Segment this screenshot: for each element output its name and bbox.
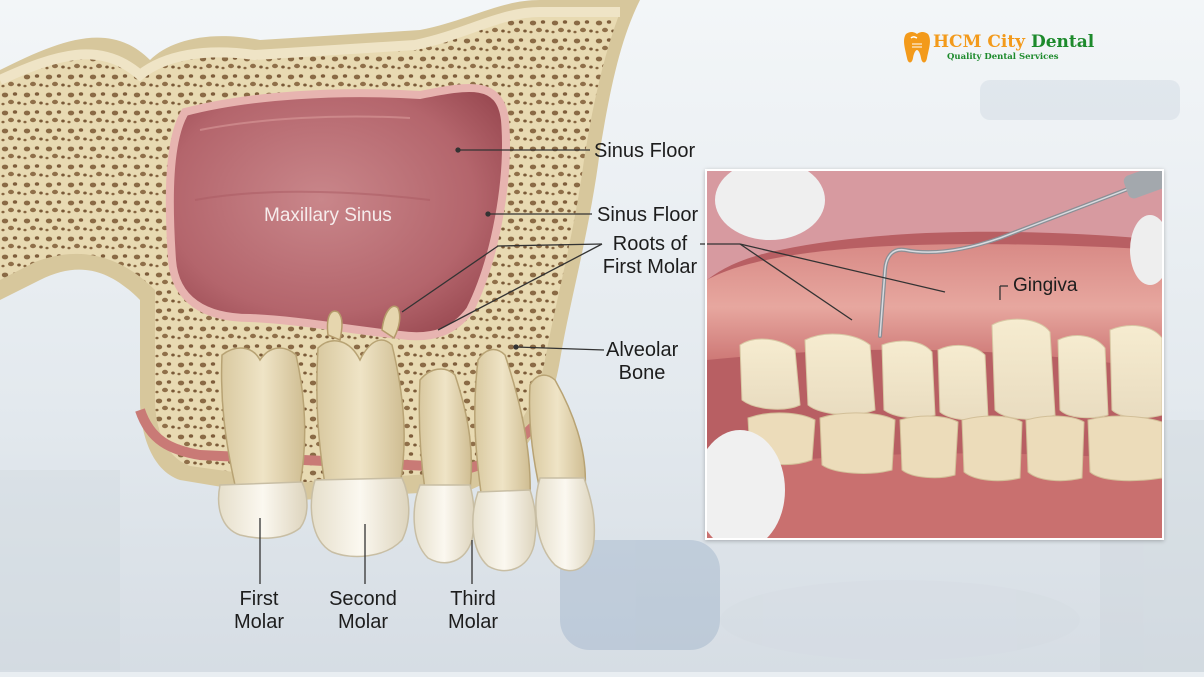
logo-title: HCM City Dental [933, 32, 1094, 52]
tooth-crowns [217, 477, 596, 572]
blurred-clinic-background [0, 80, 1204, 672]
label-first-molar-line1: First [239, 588, 279, 610]
maxillary-sinus-cavity [165, 83, 510, 341]
label-alveolar-line1: Alveolar [606, 339, 679, 361]
label-sinus-floor-mid: Sinus Floor [597, 204, 699, 226]
label-first-molar: First Molar [224, 588, 294, 634]
label-maxillary-sinus: Maxillary Sinus [264, 205, 392, 226]
label-alveolar-bone: Alveolar Bone [606, 339, 678, 385]
label-second-molar-line1: Second [329, 588, 397, 610]
second-molar-crown [310, 477, 410, 558]
label-third-molar-line1: Third [450, 588, 496, 610]
intraoral-photo-frame [705, 169, 1164, 540]
label-second-molar: Second Molar [320, 588, 406, 634]
label-sinus-floor-top: Sinus Floor [594, 140, 696, 162]
leader-lines [259, 147, 740, 584]
logo-title-part1: HCM City [933, 32, 1026, 52]
label-first-molar-line2: Molar [233, 611, 284, 633]
first-molar-crown [217, 481, 308, 539]
clinic-logo: HCM City Dental Quality Dental Services [903, 30, 1094, 70]
label-alveolar-line2: Bone [618, 362, 666, 384]
third-molar-crown [413, 484, 475, 564]
logo-tagline: Quality Dental Services [947, 52, 1059, 62]
label-roots-line1: Roots of [612, 233, 688, 255]
tooth-icon [904, 31, 930, 63]
intraoral-photo [707, 171, 1162, 538]
label-third-molar: Third Molar [438, 588, 508, 634]
tooth-roots [220, 339, 587, 501]
label-gingiva: Gingiva [1013, 275, 1078, 296]
label-roots-line2: First Molar [602, 256, 698, 278]
label-third-molar-line2: Molar [447, 611, 498, 633]
label-roots-first-molar: Roots of First Molar [596, 233, 704, 279]
label-second-molar-line2: Molar [337, 611, 388, 633]
logo-title-part2: Dental [1030, 32, 1095, 52]
